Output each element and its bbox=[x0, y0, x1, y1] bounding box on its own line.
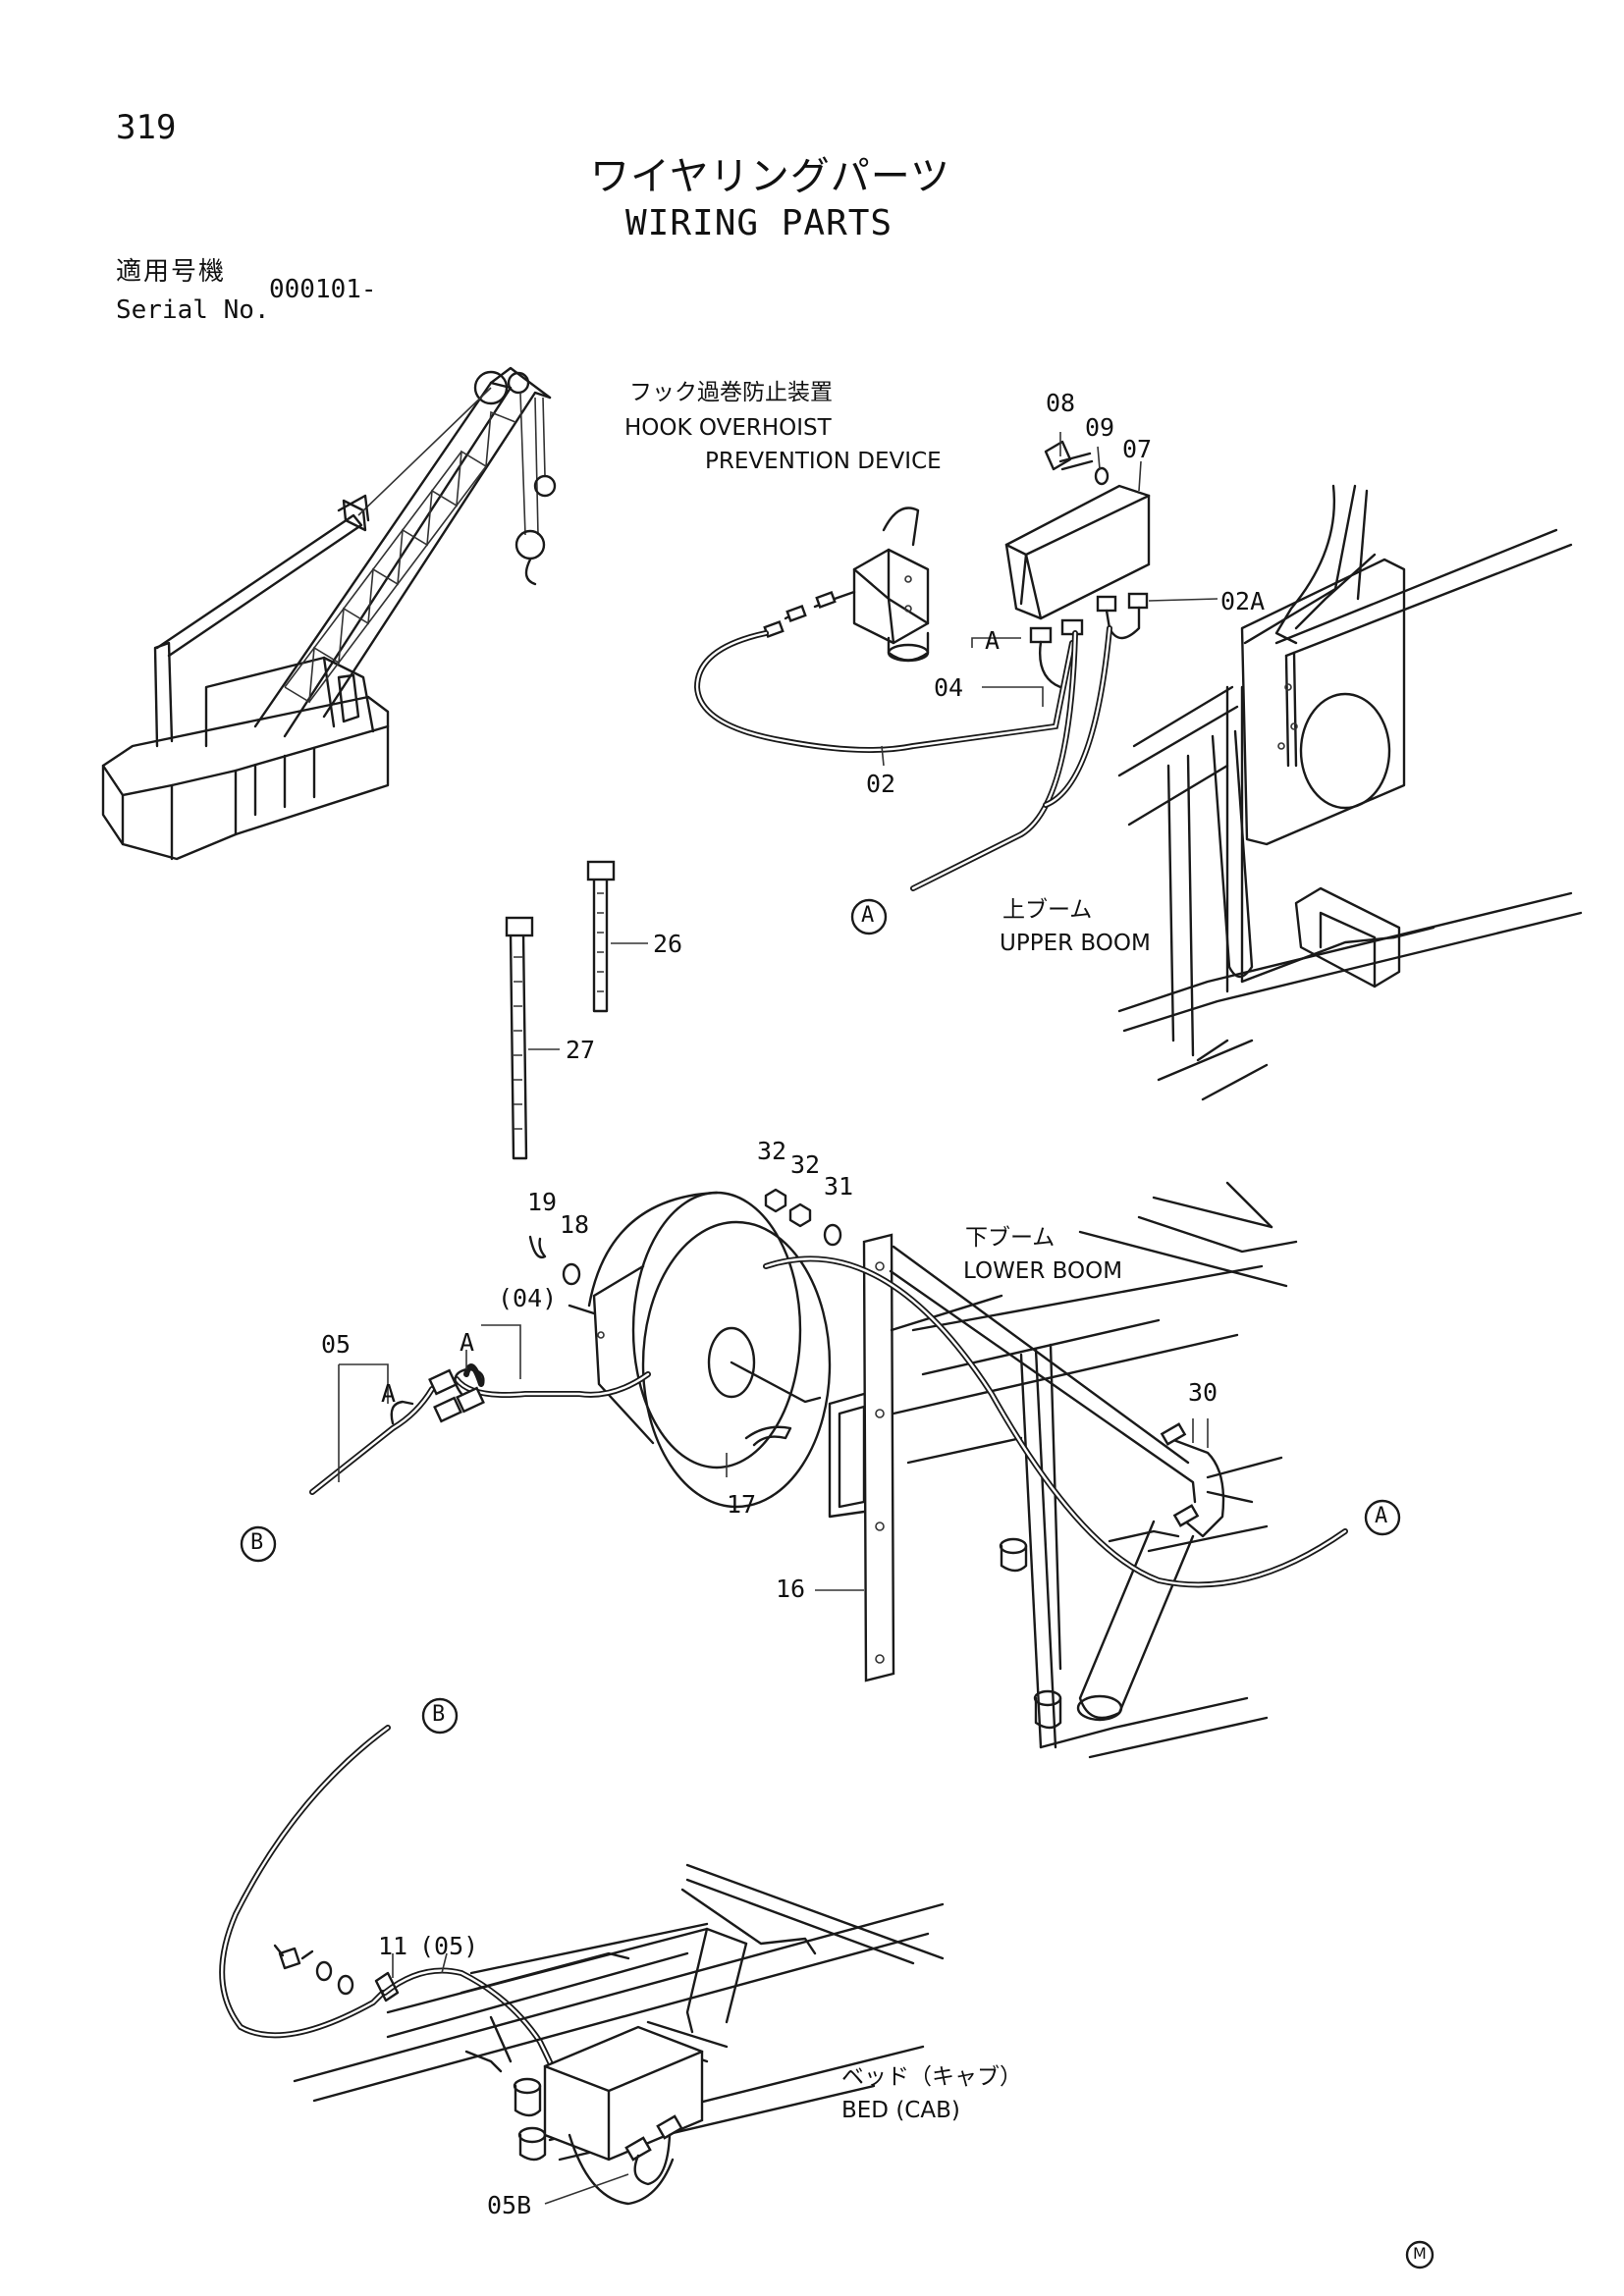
marker-m: M bbox=[1413, 2244, 1427, 2263]
callout-04: 04 bbox=[934, 673, 964, 702]
callout-a-mid: A bbox=[460, 1328, 475, 1357]
upper-boom-label-en: UPPER BOOM bbox=[1000, 931, 1151, 956]
callout-19: 19 bbox=[527, 1188, 558, 1216]
callout-27: 27 bbox=[566, 1036, 596, 1064]
callout-18: 18 bbox=[560, 1210, 590, 1239]
callout-05-paren: (05) bbox=[419, 1932, 479, 1960]
callout-05b: 05B bbox=[487, 2191, 532, 2219]
marker-b-lower-circle bbox=[240, 1525, 277, 1563]
callout-16: 16 bbox=[776, 1575, 806, 1603]
callout-32-b: 32 bbox=[790, 1150, 821, 1179]
marker-b-lower: B bbox=[250, 1530, 264, 1555]
lower-boom-label-ja: 下ブーム bbox=[965, 1225, 1056, 1251]
marker-a-lower: A bbox=[1375, 1504, 1388, 1528]
callout-32-a: 32 bbox=[757, 1137, 787, 1165]
bed-cab-illustration bbox=[219, 1725, 945, 2206]
serial-value: 000101- bbox=[269, 275, 377, 304]
callout-17: 17 bbox=[727, 1490, 757, 1519]
callout-02a: 02A bbox=[1220, 587, 1266, 615]
callout-09: 09 bbox=[1085, 413, 1115, 442]
hook-device-label-en-1: HOOK OVERHOIST bbox=[624, 415, 832, 441]
serial-label-japanese: 適用号機 bbox=[116, 257, 227, 287]
lower-boom-label-en: LOWER BOOM bbox=[963, 1258, 1123, 1284]
lower-boom-illustration bbox=[309, 1181, 1348, 1759]
marker-b-bed-circle bbox=[421, 1697, 459, 1735]
title-japanese: ワイヤリングパーツ bbox=[590, 154, 950, 199]
hook-device-label-en-2: PREVENTION DEVICE bbox=[705, 449, 942, 474]
hook-device-label-ja: フック過巻防止装置 bbox=[629, 380, 833, 405]
callout-30: 30 bbox=[1188, 1378, 1218, 1407]
callout-05: 05 bbox=[321, 1330, 352, 1359]
callout-02: 02 bbox=[866, 770, 896, 798]
callout-08: 08 bbox=[1046, 389, 1076, 417]
upper-boom-illustration bbox=[505, 432, 1583, 1160]
marker-a-upper: A bbox=[861, 903, 875, 928]
page-number: 319 bbox=[116, 108, 177, 147]
callout-07: 07 bbox=[1122, 435, 1153, 463]
callout-31: 31 bbox=[824, 1172, 854, 1201]
marker-a-lower-circle bbox=[1364, 1499, 1401, 1536]
bed-cab-label-en: BED (CAB) bbox=[841, 2098, 960, 2123]
callout-a-upper: A bbox=[985, 626, 1001, 655]
marker-m-circle bbox=[1405, 2240, 1435, 2269]
callout-26: 26 bbox=[653, 930, 683, 958]
callout-a-left: A bbox=[381, 1379, 397, 1408]
title-english: WIRING PARTS bbox=[625, 203, 893, 243]
callout-11: 11 bbox=[378, 1932, 408, 1960]
upper-boom-label-ja: 上ブーム bbox=[1002, 897, 1093, 923]
marker-b-bed: B bbox=[432, 1702, 446, 1727]
marker-a-upper-circle bbox=[850, 898, 888, 935]
bed-cab-label-ja: ベッド（キャブ） bbox=[841, 2064, 1022, 2090]
crane-overview-illustration bbox=[101, 366, 557, 861]
callout-04-paren: (04) bbox=[498, 1284, 558, 1312]
serial-label-english: Serial No. bbox=[116, 295, 270, 325]
